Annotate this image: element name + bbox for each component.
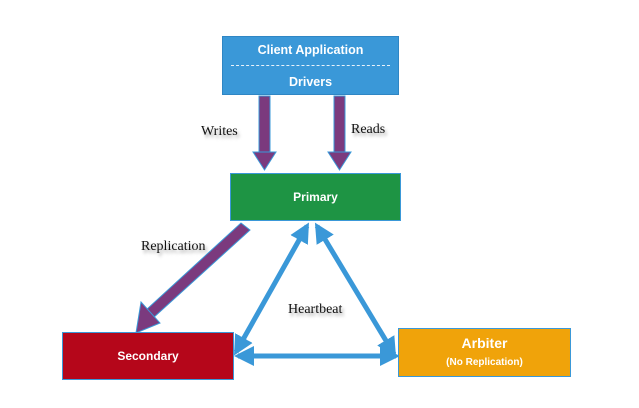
secondary-node: Secondary <box>62 332 234 380</box>
replication-label: Replication <box>141 239 206 254</box>
writes-arrow <box>252 95 277 171</box>
client-application-node: Client Application Drivers <box>222 36 399 95</box>
heartbeat-label: Heartbeat <box>288 302 343 317</box>
drivers-label: Drivers <box>288 75 333 89</box>
client-divider <box>231 65 390 66</box>
primary-node: Primary <box>230 173 401 221</box>
primary-title: Primary <box>293 190 338 204</box>
reads-label: Reads <box>351 122 386 137</box>
heartbeat-arrow-primary-arbiter <box>314 222 397 358</box>
arbiter-subtitle: (No Replication) <box>446 357 523 368</box>
client-application-title: Client Application <box>257 43 364 57</box>
writes-label: Writes <box>201 124 238 139</box>
arbiter-title: Arbiter <box>461 335 508 351</box>
reads-arrow <box>327 95 352 171</box>
arbiter-node: Arbiter (No Replication) <box>398 328 571 377</box>
heartbeat-arrow-primary-secondary <box>233 222 310 356</box>
secondary-title: Secondary <box>117 349 179 363</box>
